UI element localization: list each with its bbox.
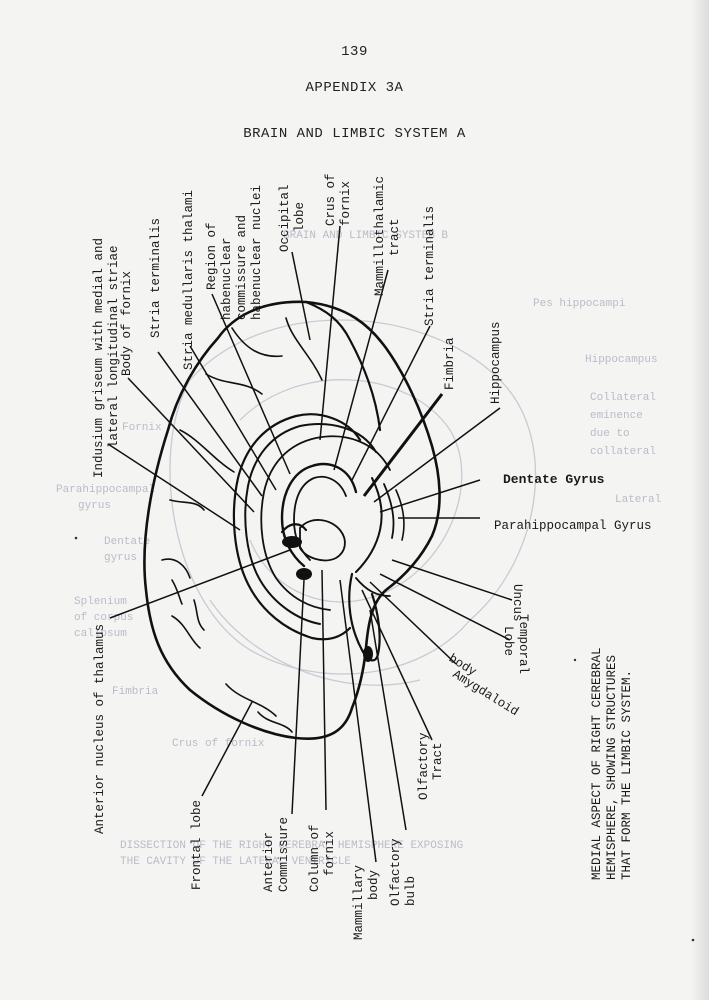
label-habenular-3: commissure and: [235, 215, 249, 320]
label-indusium-cont: lateral longitudinal striae: [107, 245, 121, 448]
label-habenular-4: habenuclear nuclei: [250, 185, 264, 320]
bleed-text: Parahippocampal: [56, 484, 155, 496]
brain-drawing: [143, 300, 441, 740]
bleed-text: BRAIN AND LIMBIC SYSTEM B: [283, 230, 448, 242]
bleed-text: gyrus: [104, 552, 137, 564]
label-parahippocampal-gyrus: Parahippocampal Gyrus: [494, 519, 652, 533]
caption-line-1: MEDIAL ASPECT OF RIGHT CEREBRAL: [590, 647, 604, 880]
bleed-text: Splenium: [74, 596, 127, 608]
label-mammillothalamic-2: tract: [388, 218, 402, 256]
bleed-text: of corpus: [74, 612, 133, 624]
label-stria-terminalis-left: Stria terminalis: [149, 218, 163, 338]
bleed-text: Fornix: [122, 422, 162, 434]
bleed-text: DISSECTION OF THE RIGHT CEREBRAL HEMISPH…: [120, 840, 463, 852]
label-uncus: Uncus: [510, 584, 524, 622]
label-stria-medullaris: Stria medullaris thalami: [182, 190, 196, 370]
label-olfactory-tract-2: Tract: [431, 742, 445, 780]
page-title: BRAIN AND LIMBIC SYSTEM A: [243, 126, 466, 142]
label-olfactory-bulb-1: Olfactory: [389, 838, 403, 906]
bleed-text: Crus of fornix: [172, 738, 265, 750]
label-temporal-1: Temporal: [516, 614, 530, 674]
hemisphere-outline: [143, 300, 441, 740]
label-temporal-2: Lobe: [501, 626, 515, 656]
label-column-1: Column of: [308, 824, 322, 892]
label-olfactory-bulb-2: bulb: [404, 876, 418, 906]
bleed-text: Lateral: [615, 494, 661, 506]
bleed-text: Pes hippocampi: [533, 298, 626, 310]
label-body-of-fornix: Body of fornix: [120, 271, 134, 376]
label-crus-2: fornix: [339, 181, 353, 226]
bleed-text: gyrus: [78, 500, 111, 512]
label-indusium: Indusium griseum with medial and: [92, 238, 106, 478]
label-crus-1: Crus of: [324, 173, 338, 226]
label-frontal-lobe: Frontal lobe: [190, 800, 204, 890]
caption-line-2: HEMISPHERE, SHOWING STRUCTURES: [605, 655, 619, 880]
bleed-text: Fimbria: [112, 686, 159, 698]
appendix-heading: APPENDIX 3A: [305, 80, 404, 96]
bleed-text: eminence: [590, 410, 643, 422]
bleed-text: callosum: [74, 628, 127, 640]
bleed-text: due to: [590, 428, 630, 440]
label-olfactory-tract-1: Olfactory: [417, 732, 431, 800]
bleed-through: BRAIN AND LIMBIC SYSTEM B Pes hippocampi…: [56, 230, 661, 868]
bleed-text: THE CAVITY OF THE LATERAL VENTRICLE: [120, 856, 351, 868]
bleed-text: collateral: [590, 446, 656, 458]
label-dentate-gyrus: Dentate Gyrus: [503, 472, 605, 487]
label-mammillothalamic-1: Mammillothalamic: [373, 176, 387, 296]
label-anterior-nucleus: Anterior nucleus of thalamus: [93, 624, 107, 834]
figure-caption: MEDIAL ASPECT OF RIGHT CEREBRAL HEMISPHE…: [590, 647, 634, 880]
label-anterior-commissure-2: Commissure: [277, 817, 291, 892]
bleed-text: Collateral: [590, 392, 656, 404]
label-habenular-1: Region of: [205, 222, 219, 290]
label-occipital-2: lobe: [293, 202, 307, 232]
bleed-text: Dentate: [104, 536, 150, 548]
label-habenular-2: habenuclear: [220, 237, 234, 320]
label-fimbria: Fimbria: [443, 337, 457, 390]
label-mammillary-2: body: [367, 869, 381, 900]
bleed-text: Hippocampus: [585, 354, 658, 366]
page-edge-shadow: [691, 0, 709, 1000]
leader-lines: [107, 225, 513, 863]
label-hippocampus: Hippocampus: [489, 321, 503, 404]
label-stria-terminalis-right: Stria terminalis: [423, 206, 437, 326]
label-amygdaloid-1: Amygdaloid: [450, 668, 521, 720]
label-occipital-1: Occipital: [278, 184, 292, 252]
caption-line-3: THAT FORM THE LIMBIC SYSTEM.: [620, 670, 634, 880]
label-mammillary-1: Mammillary: [352, 864, 366, 940]
label-column-2: fornix: [323, 831, 337, 876]
label-anterior-commissure-1: Anterior: [262, 832, 276, 892]
page-number: 139: [341, 44, 368, 60]
